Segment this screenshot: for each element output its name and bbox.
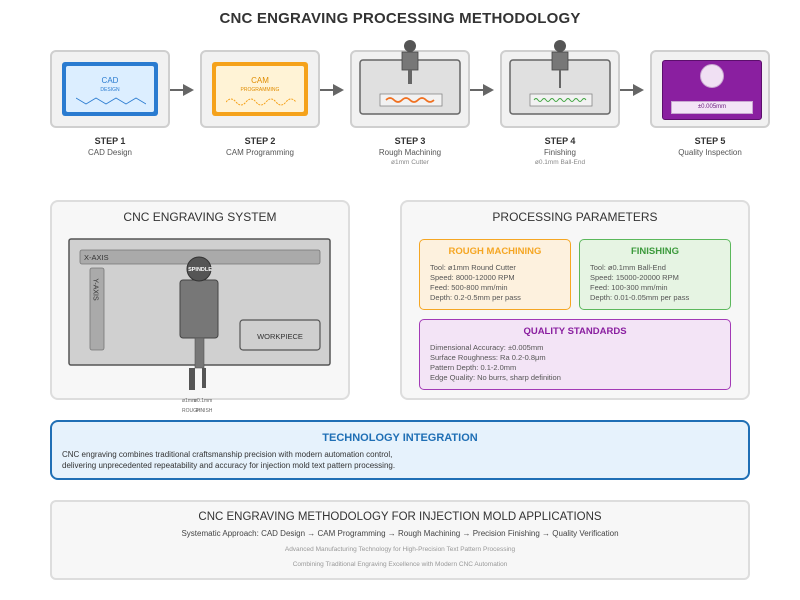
step-2-box: CAM PROGRAMMING — [200, 50, 320, 128]
workpiece-label: WORKPIECE — [257, 332, 303, 341]
step-3-title: STEP 3 — [394, 136, 426, 146]
step-1-title: STEP 1 — [94, 136, 126, 146]
footer-title: CNC ENGRAVING METHODOLOGY FOR INJECTION … — [198, 511, 602, 523]
step-4-subtitle: Finishing — [543, 148, 576, 157]
quality-standards-box: QUALITY STANDARDS Dimensional Accuracy: … — [419, 319, 731, 390]
cad-design-screen: CAD DESIGN — [62, 62, 158, 116]
parameters-panel-title: PROCESSING PARAMETERS — [492, 210, 658, 224]
rough-machining-title: ROUGH MACHINING — [448, 246, 542, 257]
rough-param-line: Tool: ø1mm Round Cutter — [430, 263, 516, 272]
cad-wave-icon — [76, 97, 146, 105]
rough-param-line: Speed: 8000-12000 RPM — [430, 273, 515, 282]
rough-param-line: Feed: 500-800 mm/min — [430, 283, 508, 292]
footer-box: CNC ENGRAVING METHODOLOGY FOR INJECTION … — [50, 500, 750, 580]
step-3-box — [350, 40, 470, 128]
arrow-right-icon — [320, 84, 344, 96]
cad-label: CAD — [101, 76, 119, 85]
step-1-box: CAD DESIGN — [50, 50, 170, 128]
step-3-tool: ø1mm Cutter — [391, 159, 429, 166]
arrow-right-icon — [620, 84, 644, 96]
finish-tool-type: FINISH — [196, 408, 213, 414]
technology-text-line-2: delivering unprecedented repeatability a… — [62, 461, 396, 470]
arrow-right-icon — [170, 84, 194, 96]
page-title: CNC ENGRAVING PROCESSING METHODOLOGY — [219, 10, 581, 27]
footer-approach: Systematic Approach: CAD Design → CAM Pr… — [181, 529, 619, 538]
finish-param-line: Feed: 100-300 mm/min — [590, 283, 668, 292]
rough-machining-icon — [359, 40, 461, 115]
toolpath-icon — [226, 98, 296, 106]
quality-param-line: Edge Quality: No burrs, sharp definition — [430, 373, 561, 382]
step-4-title: STEP 4 — [544, 136, 576, 146]
quality-param-line: Surface Roughness: Ra 0.2-0.8μm — [430, 353, 546, 362]
quality-inspection-screen: ±0.005mm — [662, 60, 762, 120]
cam-programming-screen: CAM PROGRAMMING — [212, 62, 308, 116]
cam-label: CAM — [251, 76, 269, 85]
step-2-title: STEP 2 — [244, 136, 276, 146]
finish-tool-size: ø0.1mm — [194, 398, 213, 404]
finishing-box: FINISHING Tool: ø0.1mm Ball-End Speed: 1… — [579, 239, 731, 310]
technology-text-line-1: CNC engraving combines traditional craft… — [62, 450, 393, 459]
step-5-title: STEP 5 — [694, 136, 726, 146]
arrow-right-icon — [470, 84, 494, 96]
technology-integration-box: TECHNOLOGY INTEGRATION CNC engraving com… — [50, 420, 750, 480]
cnc-machine-diagram — [68, 238, 331, 390]
system-panel-title: CNC ENGRAVING SYSTEM — [123, 210, 277, 224]
rough-tool-type: ROUGH — [182, 408, 201, 414]
finishing-icon — [509, 40, 611, 115]
inspection-lens-icon — [700, 64, 724, 88]
rough-tool-size: ø1mm — [182, 398, 197, 404]
finish-param-line: Tool: ø0.1mm Ball-End — [590, 263, 666, 272]
quality-param-line: Pattern Depth: 0.1-2.0mm — [430, 363, 517, 372]
step-1-subtitle: CAD Design — [87, 148, 132, 157]
spindle-label: SPINDLE — [188, 267, 212, 273]
step-5-box: ±0.005mm — [650, 50, 770, 128]
quality-param-line: Dimensional Accuracy: ±0.005mm — [430, 343, 544, 352]
footer-line-1: Advanced Manufacturing Technology for Hi… — [284, 546, 516, 553]
technology-integration-title: TECHNOLOGY INTEGRATION — [322, 432, 478, 444]
step-5-subtitle: Quality Inspection — [678, 148, 742, 157]
finish-param-line: Speed: 15000-20000 RPM — [590, 273, 679, 282]
step-3-subtitle: Rough Machining — [378, 148, 442, 157]
x-axis-label: X-AXIS — [84, 253, 109, 262]
rough-machining-box: ROUGH MACHINING Tool: ø1mm Round Cutter … — [419, 239, 571, 310]
rough-param-line: Depth: 0.2-0.5mm per pass — [430, 293, 521, 302]
step-4-tool: ø0.1mm Ball-End — [534, 159, 586, 166]
design-label: DESIGN — [100, 87, 120, 93]
step-4-box — [500, 40, 620, 128]
finish-param-line: Depth: 0.01-0.05mm per pass — [590, 293, 690, 302]
y-axis-label: Y-AXIS — [91, 278, 99, 301]
step-2-subtitle: CAM Programming — [225, 148, 294, 157]
footer-line-2: Combining Traditional Engraving Excellen… — [292, 561, 508, 568]
finishing-title: FINISHING — [630, 246, 680, 257]
programming-label: PROGRAMMING — [240, 87, 280, 93]
tolerance-label: ±0.005mm — [671, 101, 753, 114]
quality-standards-title: QUALITY STANDARDS — [523, 326, 627, 337]
